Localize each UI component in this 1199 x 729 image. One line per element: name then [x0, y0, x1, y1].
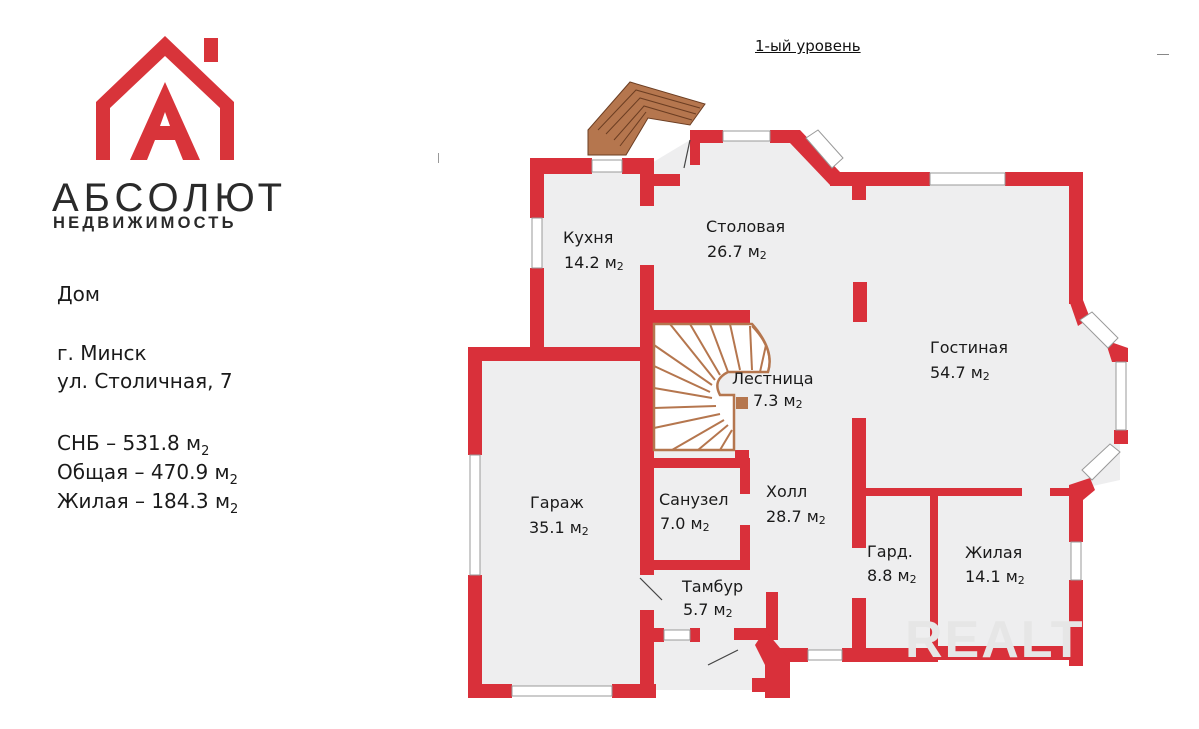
wall: [755, 630, 790, 698]
wall: [830, 172, 930, 186]
walls: [468, 130, 1128, 698]
spiral-staircase-icon: [652, 322, 771, 452]
room-bathroom-area: 7.0 м2: [660, 514, 710, 534]
wall: [1069, 478, 1095, 512]
room-wardrobe-area: 8.8 м2: [867, 566, 917, 586]
window: [511, 685, 613, 697]
wall: [1114, 348, 1128, 358]
logo-house-icon: [96, 36, 234, 160]
window: [663, 629, 691, 641]
wall: [690, 628, 700, 642]
wall: [930, 494, 938, 662]
corner-mark: [1157, 54, 1169, 55]
brand-name: АБСОЛЮТ: [52, 176, 287, 220]
room-vestibule-name: Тамбур: [681, 577, 743, 596]
window: [531, 217, 543, 269]
wall: [640, 610, 654, 698]
windows: [469, 129, 1127, 697]
wall: [530, 158, 592, 174]
window: [1079, 311, 1119, 349]
wall: [866, 648, 930, 662]
floor-fill: [480, 140, 1120, 690]
window: [469, 454, 481, 576]
wall: [852, 418, 866, 490]
wall: [654, 310, 750, 324]
wall: [1050, 488, 1080, 496]
wall: [468, 347, 654, 361]
wall: [790, 130, 840, 185]
property-type: Дом: [57, 282, 100, 306]
room-dining-area: 26.7 м2: [707, 242, 767, 262]
wall: [852, 186, 866, 200]
wall: [468, 575, 482, 697]
room-kitchen-name: Кухня: [563, 228, 613, 247]
wall: [740, 464, 750, 494]
window: [1081, 443, 1121, 481]
wall: [654, 174, 680, 186]
wall: [852, 488, 1022, 496]
wall: [852, 488, 866, 548]
window: [1115, 361, 1127, 431]
wall: [654, 628, 664, 642]
window: [805, 129, 844, 169]
room-bathroom-name: Санузел: [659, 490, 728, 509]
wall: [1069, 512, 1083, 542]
wall: [530, 268, 544, 352]
property-street: ул. Столичная, 7: [57, 369, 233, 393]
area-living: Жилая – 184.3 м2: [57, 489, 239, 517]
window: [591, 159, 623, 173]
property-city: г. Минск: [57, 341, 147, 365]
room-garage-name: Гараж: [530, 493, 584, 512]
room-bedroom-name: Жилая: [965, 543, 1022, 562]
wall: [1069, 172, 1083, 304]
room-stairs-area: 7.3 м2: [753, 391, 803, 411]
wall: [853, 282, 867, 322]
room-garage-area: 35.1 м2: [529, 518, 589, 538]
room-hall-area: 28.7 м2: [766, 507, 826, 527]
room-kitchen-area: 14.2 м2: [564, 253, 624, 273]
room-vestibule-area: 5.7 м2: [683, 600, 733, 620]
window: [722, 130, 771, 142]
wall: [468, 347, 482, 455]
wall: [1005, 172, 1083, 186]
wall: [640, 158, 654, 206]
outdoor-steps-icon: [587, 81, 706, 156]
area-total: Общая – 470.9 м2: [57, 460, 238, 488]
room-wardrobe-name: Гард.: [867, 542, 913, 561]
window: [1070, 541, 1082, 581]
wall: [938, 646, 1083, 660]
wall: [1114, 430, 1128, 444]
window: [807, 649, 843, 661]
wall: [1069, 580, 1083, 666]
window: [929, 172, 1006, 186]
door-lines: [639, 139, 739, 666]
room-bedroom-area: 14.1 м2: [965, 567, 1025, 587]
wall: [468, 684, 512, 698]
wall: [842, 648, 866, 662]
wall: [530, 158, 544, 218]
wall: [766, 592, 778, 640]
corner-mark-2: [438, 153, 439, 163]
wall: [654, 560, 750, 570]
logo-letter-a-icon: [130, 82, 200, 160]
wall: [640, 361, 654, 575]
room-hall-name: Холл: [766, 482, 807, 501]
watermark-logo: REALT: [905, 611, 1085, 669]
room-dining-name: Столовая: [706, 217, 785, 236]
wall: [752, 678, 766, 692]
wall: [654, 458, 750, 468]
logo-chimney: [204, 38, 218, 62]
wall: [740, 525, 750, 567]
wall: [695, 130, 723, 143]
room-labels: Кухня 14.2 м2 Столовая 26.7 м2 Гостиная …: [529, 217, 1025, 620]
brand-subtitle: НЕДВИЖИМОСТЬ: [53, 214, 237, 232]
area-snb: СНБ – 531.8 м2: [57, 431, 210, 459]
room-living-name: Гостиная: [930, 338, 1008, 357]
wall: [852, 598, 866, 662]
level-title: 1-ый уровень: [755, 37, 861, 55]
company-logo: [96, 36, 234, 160]
room-living-area: 54.7 м2: [930, 363, 990, 383]
room-stairs-name: Лестница: [732, 369, 814, 388]
